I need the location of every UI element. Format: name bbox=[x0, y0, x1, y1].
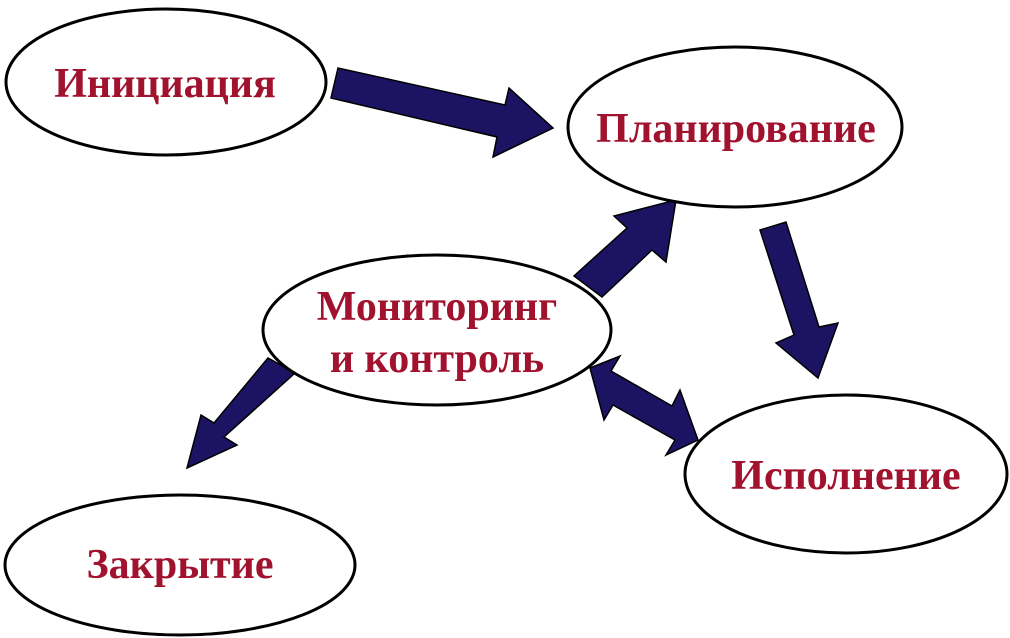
arrow-planning-to-execution bbox=[759, 221, 840, 380]
node-initiation bbox=[4, 7, 328, 157]
label-execution: Исполнение bbox=[731, 453, 960, 499]
node-closing bbox=[3, 493, 357, 637]
arrow-initiation-to-planning bbox=[330, 67, 555, 159]
label-planning: Планирование bbox=[596, 106, 876, 152]
label-monitoring-line1: Мониторинг bbox=[317, 284, 557, 330]
node-planning bbox=[566, 45, 904, 209]
label-initiation: Инициация bbox=[54, 61, 276, 107]
node-monitoring bbox=[261, 253, 613, 407]
label-monitoring-line2: и контроль bbox=[330, 336, 544, 382]
arrow-monitoring-to-planning bbox=[572, 198, 677, 298]
label-closing: Закрытие bbox=[87, 542, 274, 588]
arrow-monitoring-execution-bidirectional bbox=[589, 354, 699, 457]
arrow-monitoring-to-closing bbox=[185, 357, 297, 470]
node-execution bbox=[683, 393, 1009, 555]
